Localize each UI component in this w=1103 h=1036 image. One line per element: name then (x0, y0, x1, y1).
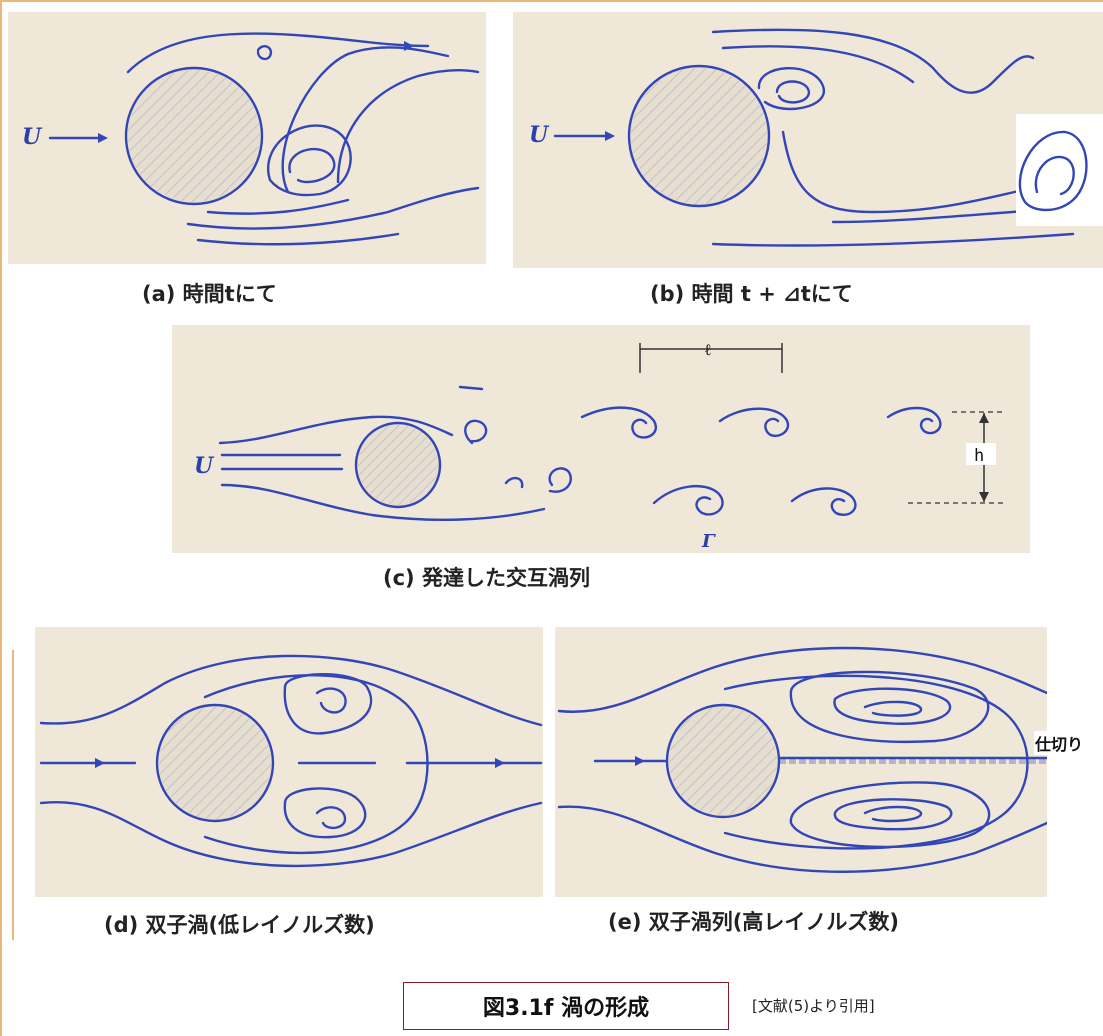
caption-e: (e) 双子渦列(高レイノルズ数) (608, 906, 899, 936)
panel-b-velocity-label: U (529, 122, 550, 148)
panel-c-velocity-label: U (194, 453, 215, 479)
panel-b-diagram: U (513, 12, 1103, 268)
page-frame-top (0, 0, 1103, 2)
figure-title-box: 図3.1f 渦の形成 (403, 982, 729, 1030)
panel-d-diagram (35, 627, 543, 897)
panel-a-velocity-label: U (22, 124, 43, 150)
panel-a-diagram: U (8, 12, 486, 264)
caption-a: (a) 時間tにて (142, 278, 277, 308)
caption-c: (c) 発達した交互渦列 (383, 562, 590, 592)
partition-plate-label: 仕切り (1034, 731, 1084, 755)
panel-e-twin-vortex-street-high-re (555, 627, 1047, 897)
page-frame-left (0, 0, 2, 1036)
caption-d: (d) 双子渦(低レイノルズ数) (104, 909, 375, 939)
panel-e-diagram (555, 627, 1047, 897)
panel-c-circulation-label: Γ (701, 531, 716, 552)
figure-title: 図3.1f 渦の形成 (483, 990, 649, 1022)
panel-b-flow-at-time-t-plus-dt: U (513, 12, 1103, 268)
panel-d-twin-vortices-low-re (35, 627, 543, 897)
panel-c-spacing-label: ℓ (704, 340, 712, 359)
page-frame-left-lower (12, 650, 14, 940)
panel-a-flow-at-time-t: U (8, 12, 486, 264)
panel-c-diagram: U ℓ h Γ (172, 325, 1030, 553)
panel-c-karman-vortex-street: U ℓ h Γ (172, 325, 1030, 553)
figure-source-citation: [文献(5)より引用] (752, 995, 875, 1016)
panel-c-row-gap-label: h (974, 446, 984, 466)
caption-b: (b) 時間 t + ⊿tにて (650, 278, 853, 308)
